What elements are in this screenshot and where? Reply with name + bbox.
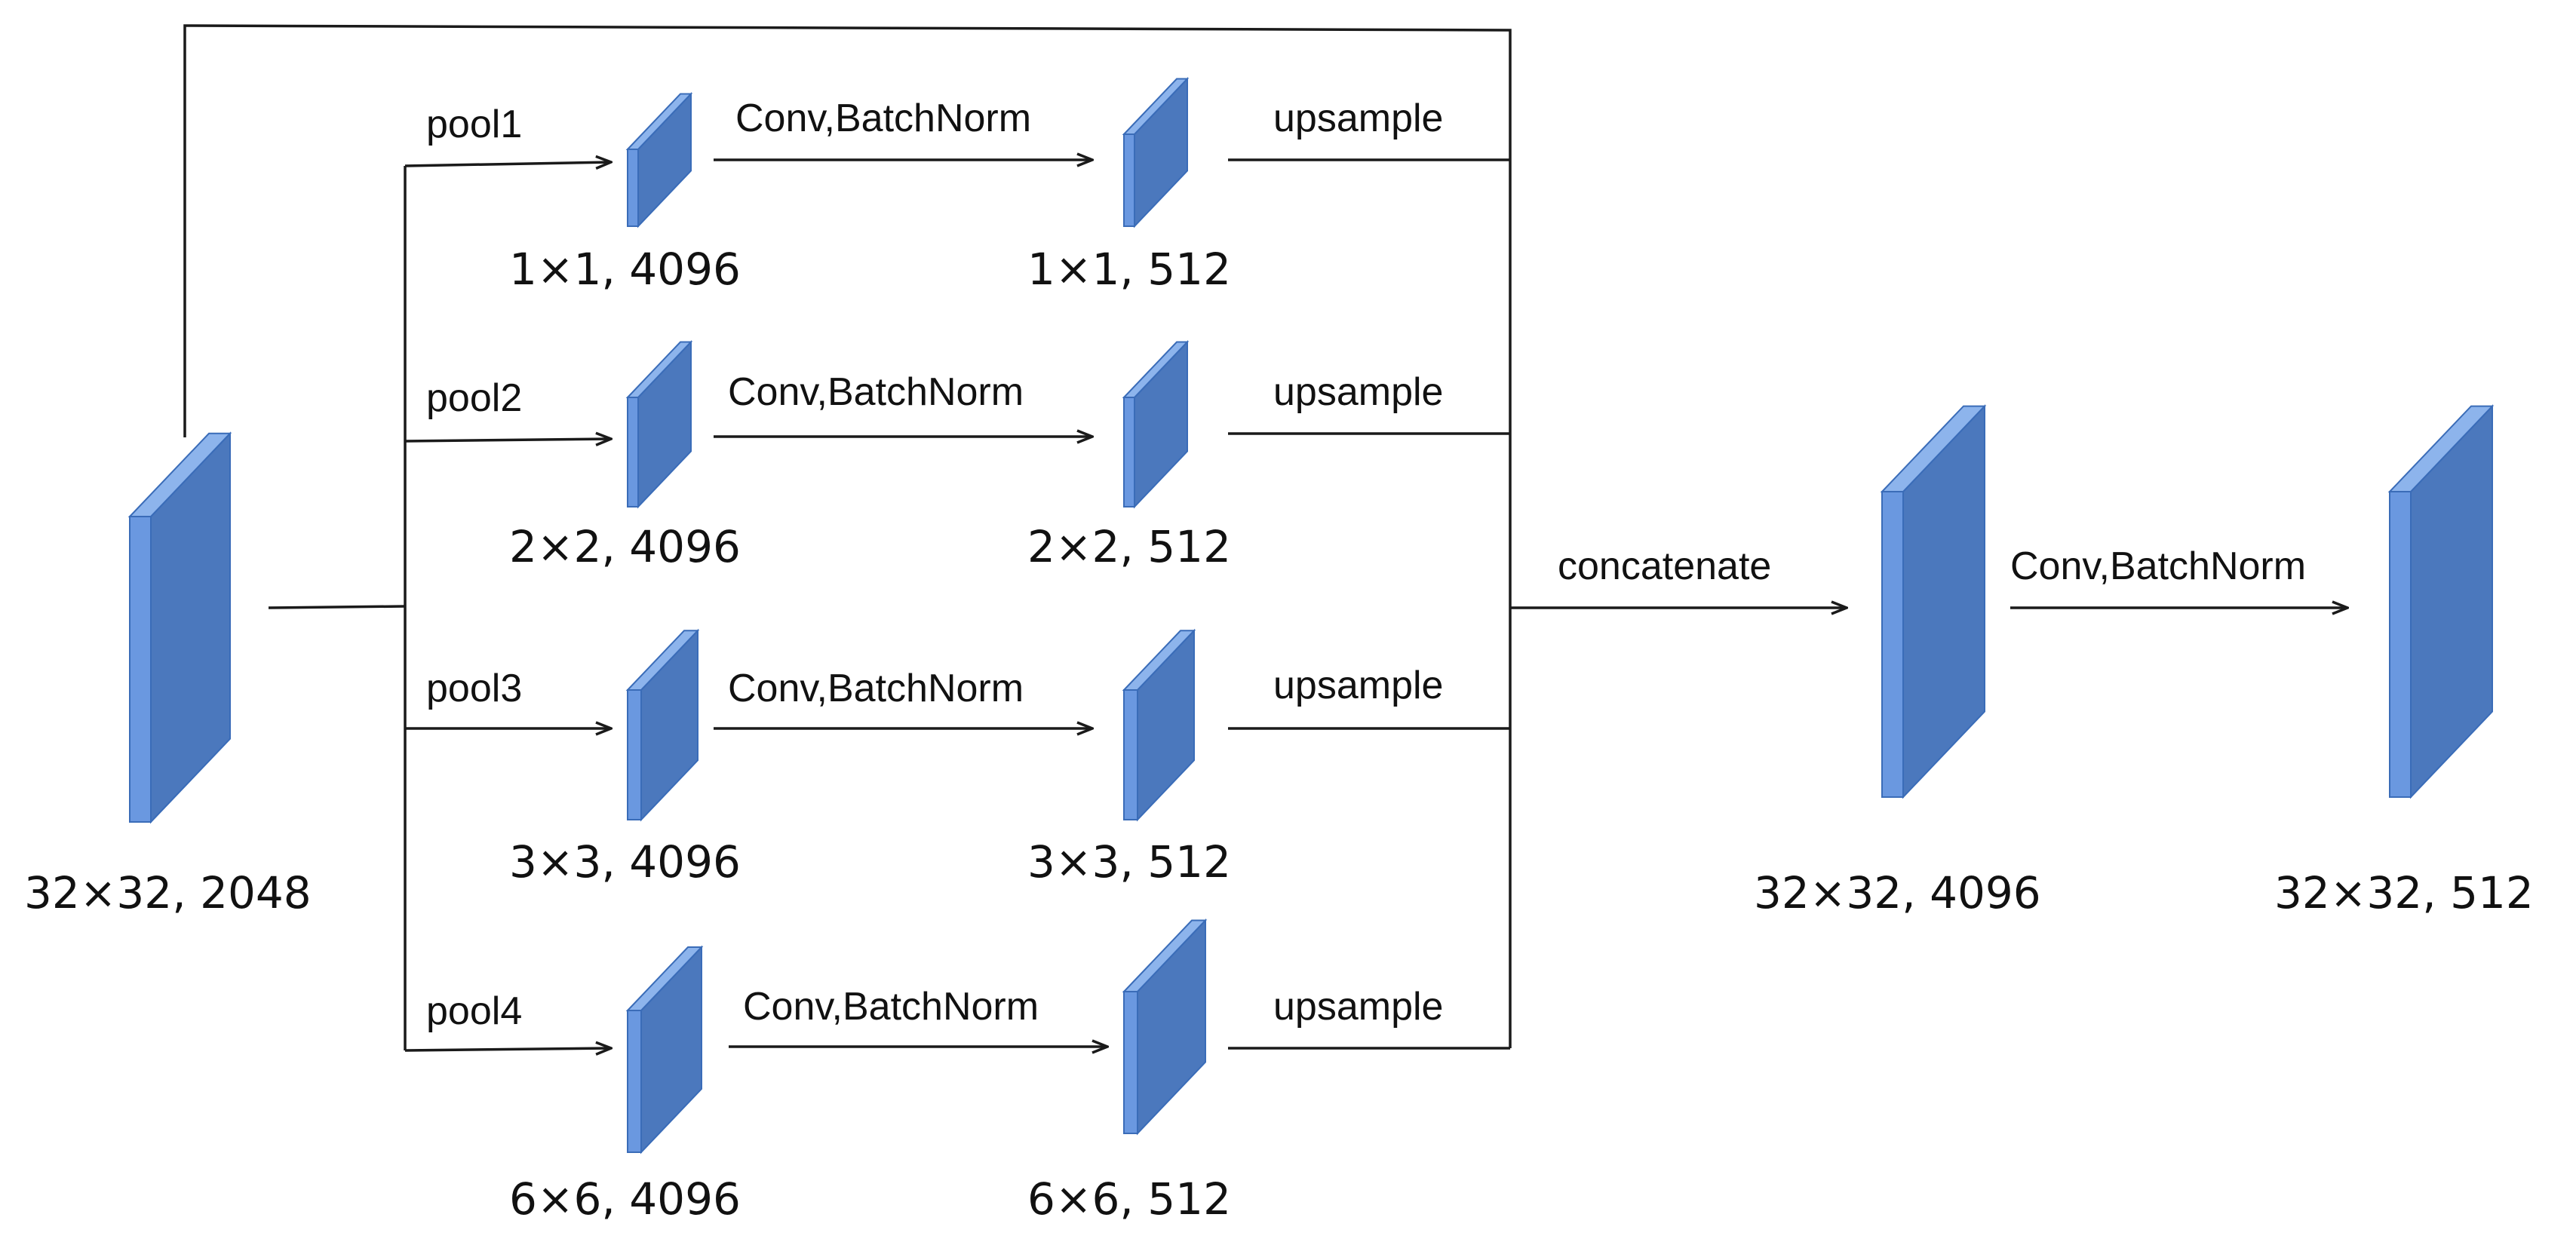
pool1-dims-label: 1×1, 4096: [509, 244, 741, 295]
pool2-dims-label: 2×2, 4096: [509, 521, 741, 572]
pool2-arrow: [404, 439, 611, 441]
pool3-feature-block: [625, 628, 700, 822]
pool2-feature-block: [625, 340, 693, 509]
conv4-feature-block: [1122, 918, 1208, 1136]
conv2-label: Conv,BatchNorm: [728, 370, 1024, 414]
connection-lines: [183, 24, 2347, 1050]
input-dims-label: 32×32, 2048: [24, 867, 312, 918]
block-front-face: [1123, 689, 1138, 820]
pool4-dims-label: 6×6, 4096: [509, 1173, 741, 1225]
conv1-label: Conv,BatchNorm: [735, 97, 1031, 140]
conv2-dims-label: 2×2, 512: [1027, 521, 1231, 572]
concat-feature-block: [1880, 404, 1987, 799]
pool1-label: pool1: [426, 103, 522, 146]
pool1-arrow: [404, 162, 611, 166]
pool4-label: pool4: [426, 989, 522, 1033]
input-feature-block: [127, 431, 232, 824]
upsample4-label: upsample: [1273, 985, 1443, 1029]
block-front-face: [1123, 991, 1138, 1134]
input-to-bus-line: [268, 605, 406, 609]
upsample2-label: upsample: [1273, 370, 1443, 414]
pool4-arrow: [404, 1048, 611, 1050]
conv4-dims-label: 6×6, 512: [1027, 1173, 1231, 1225]
concatenate-label: concatenate: [1558, 544, 1771, 588]
block-front-face: [1123, 397, 1135, 508]
feature-blocks: [127, 77, 2495, 1155]
pool2-label: pool2: [426, 376, 522, 420]
pool1-feature-block: [625, 92, 693, 228]
block-front-face: [627, 149, 639, 227]
skip-connection-line: [183, 24, 1512, 1048]
conv2-feature-block: [1122, 340, 1190, 509]
conv4-label: Conv,BatchNorm: [743, 985, 1039, 1029]
output-dims-label: 32×32, 512: [2274, 867, 2534, 918]
block-front-face: [627, 397, 639, 508]
block-front-face: [1881, 491, 1904, 798]
conv3-feature-block: [1122, 628, 1196, 822]
block-front-face: [627, 1010, 642, 1153]
output-feature-block: [2387, 404, 2495, 799]
pool3-label: pool3: [426, 667, 522, 710]
block-front-face: [2389, 491, 2412, 798]
upsample3-label: upsample: [1273, 664, 1443, 707]
upsample1-label: upsample: [1273, 97, 1443, 140]
concat-dims-label: 32×32, 4096: [1754, 867, 2041, 918]
block-front-face: [129, 516, 152, 823]
final-conv-label: Conv,BatchNorm: [2010, 544, 2306, 588]
conv1-feature-block: [1122, 77, 1190, 228]
conv1-dims-label: 1×1, 512: [1027, 244, 1231, 295]
labels: 32×32, 2048 pool1 Conv,BatchNorm upsampl…: [24, 97, 2534, 1225]
block-front-face: [627, 689, 642, 820]
block-front-face: [1123, 133, 1135, 227]
conv3-dims-label: 3×3, 512: [1027, 836, 1231, 888]
pool3-dims-label: 3×3, 4096: [509, 836, 741, 888]
pool4-feature-block: [625, 945, 704, 1155]
conv3-label: Conv,BatchNorm: [728, 667, 1024, 710]
